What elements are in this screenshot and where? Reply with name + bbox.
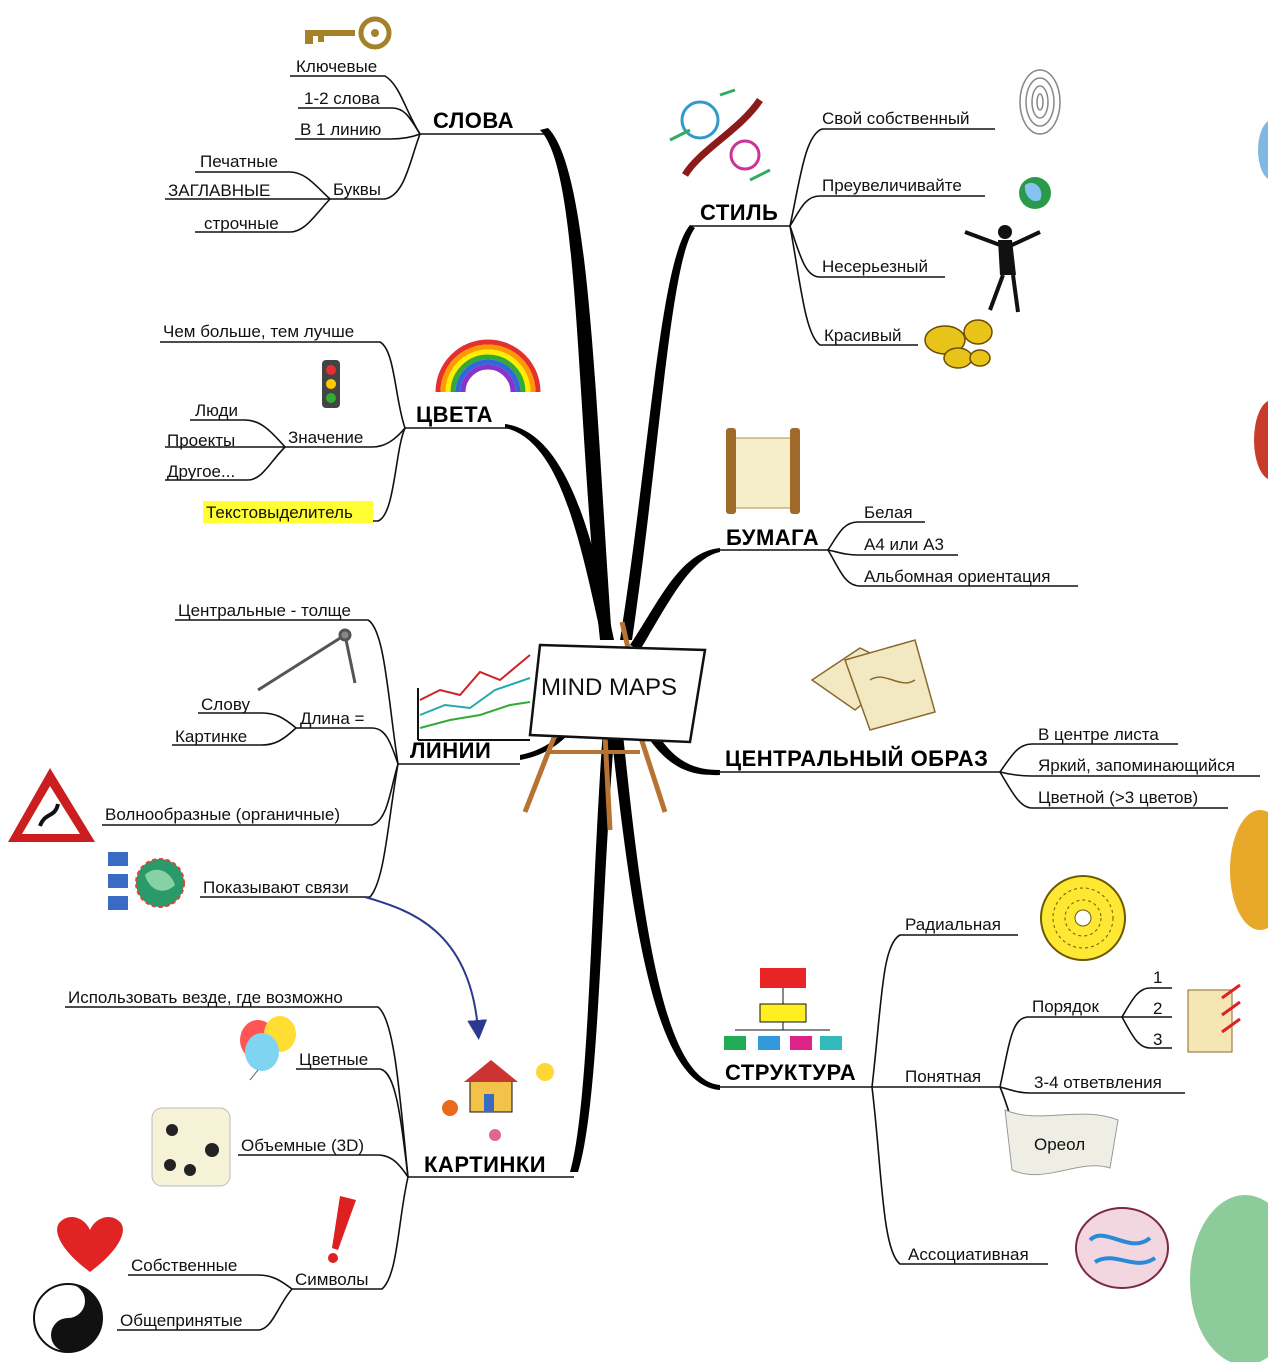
colors-meaning-label: Значение: [288, 428, 363, 447]
style-beautiful: Красивый: [824, 326, 902, 345]
abstract-art-icon: [669, 88, 771, 182]
compass-icon: [257, 628, 357, 692]
network-globe-icon: [108, 852, 185, 910]
exclamation-icon: [328, 1196, 356, 1263]
org-chart-icon: [724, 968, 842, 1050]
pictures-title: КАРТИНКИ: [424, 1152, 546, 1177]
branch-lines: ЛИНИИ Центральные - толще Длина = Слову …: [8, 601, 531, 1040]
words-title: СЛОВА: [433, 108, 514, 133]
style-exaggerate: Преувеличивайте: [822, 176, 962, 195]
highlighter-swatch: [203, 501, 373, 523]
central-image-bright: Яркий, запоминающийся: [1038, 756, 1235, 775]
globe-icon: [1019, 177, 1051, 209]
style-title: СТИЛЬ: [700, 200, 778, 225]
order-2: 2: [1153, 999, 1162, 1018]
clear-halo: Ореол: [1034, 1135, 1085, 1154]
heart-icon: [57, 1216, 123, 1272]
structure-clear-label: Понятная: [905, 1067, 981, 1086]
lines-title: ЛИНИИ: [410, 738, 491, 763]
words-item-one-line: В 1 линию: [300, 120, 382, 139]
words-letters-label: Буквы: [333, 180, 381, 199]
paper-white: Белая: [864, 503, 913, 522]
lines-links: Показывают связи: [203, 878, 349, 897]
dice-icon: [151, 1107, 231, 1187]
colors-more-better: Чем больше, тем лучше: [163, 322, 354, 341]
words-item-keywords: Ключевые: [296, 57, 377, 76]
paper-a4-a3: А4 или А3: [864, 535, 944, 554]
branch-pictures: КАРТИНКИ Использовать везде, где возможн…: [33, 988, 574, 1353]
central-image-center: В центре листа: [1038, 725, 1159, 744]
scroll-icon: [726, 428, 800, 514]
branch-paper: БУМАГА Белая А4 или А3 Альбомная ориента…: [718, 428, 1078, 587]
yin-yang-icon: [33, 1283, 103, 1353]
brain-icon: [1075, 1207, 1169, 1289]
letters-capital: ЗАГЛАВНЫЕ: [168, 181, 270, 200]
pictures-symbols-label: Символы: [295, 1270, 369, 1289]
key-icon: [305, 16, 392, 50]
edge-decorations: [1190, 121, 1268, 1362]
style-not-serious: Несерьезный: [822, 257, 928, 276]
meaning-other: Другое...: [167, 462, 235, 481]
balloons-icon: [240, 1016, 296, 1081]
checklist-icon: [1187, 983, 1241, 1053]
branch-central-image: ЦЕНТРАЛЬНЫЙ ОБРАЗ В центре листа Яркий, …: [718, 639, 1260, 809]
maps-icon: [810, 639, 936, 731]
order-1: 1: [1153, 968, 1162, 987]
colors-title: ЦВЕТА: [416, 402, 493, 427]
central-image-title: ЦЕНТРАЛЬНЫЙ ОБРАЗ: [725, 746, 988, 771]
center-title: MIND MAPS: [541, 674, 677, 701]
words-item-1-2: 1-2 слова: [304, 89, 380, 108]
meaning-people: Люди: [195, 401, 238, 420]
pictures-colored: Цветные: [299, 1050, 368, 1069]
symbols-common: Общепринятые: [120, 1311, 242, 1330]
letters-lower: строчные: [204, 214, 279, 233]
branch-structure: СТРУКТУРА Радиальная Понятная Ассоциатив…: [718, 875, 1241, 1289]
clear-order-label: Порядок: [1032, 997, 1100, 1016]
letters-printed: Печатные: [200, 152, 278, 171]
dancing-man-icon: [964, 225, 1041, 313]
link-arrow: [364, 896, 488, 1040]
fingerprint-icon: [1019, 69, 1061, 135]
main-branches: [505, 128, 720, 1172]
pictures-3d: Объемные (3D): [241, 1136, 364, 1155]
length-word: Слову: [201, 695, 250, 714]
halo-shape: [1004, 1109, 1119, 1176]
paper-title: БУМАГА: [726, 525, 819, 550]
house-collage-icon: [442, 1060, 554, 1141]
clear-branches: 3-4 ответвления: [1034, 1073, 1162, 1092]
structure-associative: Ассоциативная: [908, 1245, 1029, 1264]
symbols-own: Собственные: [131, 1256, 237, 1275]
warning-sign-icon: [8, 768, 95, 842]
structure-radial: Радиальная: [905, 915, 1001, 934]
colors-highlighter: Текстовыделитель: [206, 503, 353, 522]
radial-disc-icon: [1040, 875, 1126, 961]
branch-words: СЛОВА Ключевые 1-2 слова В 1 линию Буквы…: [165, 16, 545, 233]
branch-style: СТИЛЬ Свой собственный Преувеличивайте Н…: [669, 69, 1061, 369]
lines-wavy: Волнообразные (органичные): [105, 805, 340, 824]
structure-title: СТРУКТУРА: [725, 1060, 856, 1085]
lines-length-label: Длина =: [300, 709, 364, 728]
traffic-light-icon: [322, 360, 340, 408]
butterfly-icon: [924, 319, 993, 369]
pictures-everywhere: Использовать везде, где возможно: [68, 988, 343, 1007]
graph-icon: [417, 654, 531, 741]
lines-central-thicker: Центральные - толще: [178, 601, 351, 620]
order-3: 3: [1153, 1030, 1162, 1049]
branch-colors: ЦВЕТА Чем больше, тем лучше Значение Люд…: [160, 322, 541, 523]
rainbow-icon: [435, 339, 541, 393]
meaning-projects: Проекты: [167, 431, 235, 450]
central-image-colorful: Цветной (>3 цветов): [1038, 788, 1198, 807]
center-easel: MIND MAPS: [522, 621, 707, 831]
length-picture: Картинке: [175, 727, 247, 746]
paper-landscape: Альбомная ориентация: [864, 567, 1051, 586]
style-own: Свой собственный: [822, 109, 970, 128]
